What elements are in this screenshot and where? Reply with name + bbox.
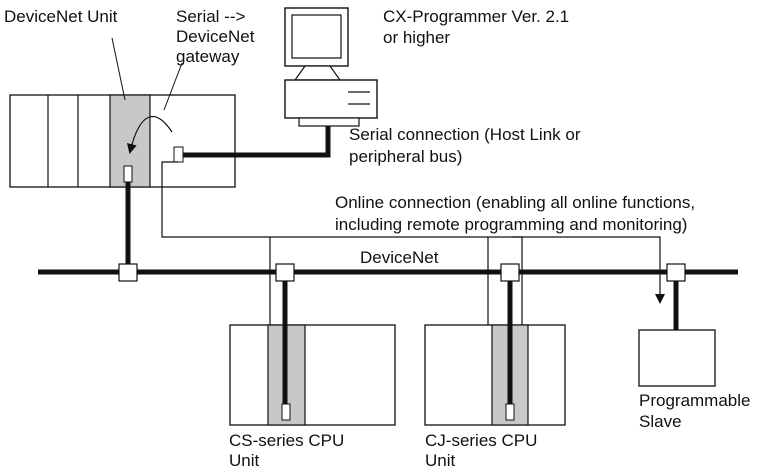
label-devicenet: DeviceNet [360, 248, 439, 267]
label-serial-1: Serial connection (Host Link or [349, 125, 581, 144]
label-cs-series-1: CS-series CPU [229, 431, 344, 450]
label-online-1: Online connection (enabling all online f… [335, 193, 695, 212]
t-connectors [118, 263, 686, 282]
label-cs-series-2: Unit [229, 451, 260, 470]
label-gateway-3: gateway [176, 47, 240, 66]
label-cx-programmer-1: CX-Programmer Ver. 2.1 [383, 7, 569, 26]
programmable-slave-box [638, 329, 716, 387]
label-slave-2: Slave [639, 412, 682, 431]
leader-devicenet-unit [111, 37, 126, 101]
gateway-arrow [126, 115, 173, 154]
plc-rack-left [9, 94, 236, 188]
label-cj-series-2: Unit [425, 451, 456, 470]
label-cx-programmer-2: or higher [383, 28, 450, 47]
serial-cable [183, 126, 331, 158]
label-online-2: including remote programming and monitor… [335, 215, 687, 234]
label-serial-2: peripheral bus) [349, 147, 462, 166]
leader-gateway [163, 62, 183, 111]
cs-series-cpu-rack [229, 324, 396, 426]
label-gateway-2: DeviceNet [176, 27, 255, 46]
label-gateway-1: Serial --> [176, 7, 246, 26]
label-slave-1: Programmable [639, 391, 751, 410]
cj-series-cpu-rack [424, 324, 566, 426]
label-cj-series-1: CJ-series CPU [425, 431, 537, 450]
computer-icon [284, 7, 378, 127]
unit-port [123, 165, 133, 183]
label-devicenet-unit: DeviceNet Unit [4, 7, 118, 26]
serial-port [173, 146, 184, 163]
